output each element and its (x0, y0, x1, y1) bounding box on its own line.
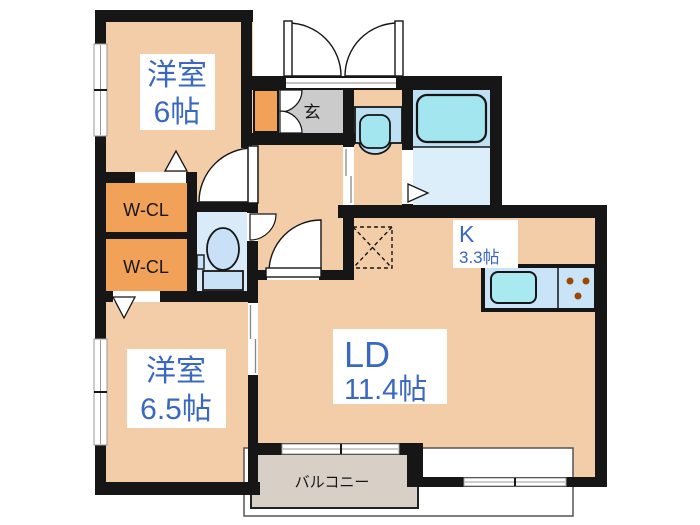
shoe-cabinet-door-lower (279, 110, 303, 134)
bedroom-top-size: 6帖 (154, 96, 201, 129)
closet-upper-opening (135, 172, 186, 183)
closet-lower-label: W-CL (123, 257, 169, 277)
balcony-label: バルコニー (295, 474, 370, 491)
stove-burner-icon (566, 277, 574, 285)
bathroom-floor (413, 147, 490, 205)
washbasin-icon (359, 114, 391, 149)
bedroom-bottom-name: 洋室 (146, 355, 206, 388)
bedroom1-door-leaf (247, 145, 259, 204)
bedroom-top-name: 洋室 (147, 59, 207, 92)
bedroom-bottom-size: 6.5帖 (140, 393, 212, 426)
bedroom1-door-swing (198, 147, 254, 203)
wall-kitchen-top (338, 205, 607, 218)
living-dining-name: LD (344, 334, 390, 375)
shoe-cabinet-icon (253, 89, 279, 133)
wall-toilet-top (190, 202, 258, 212)
refrigerator-space-box (352, 226, 393, 269)
closet-lower-door-marker (111, 296, 137, 320)
wall-top-bedroom1 (95, 10, 253, 22)
doors (111, 20, 430, 375)
entrance-door-right-swing (344, 22, 399, 77)
wall-right-outer (595, 205, 607, 487)
wall-bedroom2-right (248, 291, 258, 495)
closet-upper-floor (106, 180, 187, 232)
toilet-door-swing (249, 213, 277, 241)
room-labels: 洋室 6帖 洋室 6.5帖 LD 11.4帖 K 3.3帖 W-CL W-CL … (123, 54, 518, 491)
kitchen-name: K (459, 221, 475, 247)
wall-toilet-right (247, 202, 258, 302)
windows (93, 43, 567, 487)
living-dining-size: 11.4帖 (344, 373, 427, 406)
entrance-label: 玄 (304, 103, 321, 122)
kitchen-label-box (453, 220, 518, 268)
wall-closet-bottom (95, 291, 258, 302)
hall-ld-door-swing (268, 219, 322, 273)
toilet-tank-icon (202, 270, 244, 291)
refrigerator-space-icon (352, 226, 393, 269)
hall-ld-door-leaf (265, 267, 322, 278)
toilet-handle-icon (196, 254, 205, 270)
entrance-door-right-leaf (394, 20, 404, 77)
wall-entrance-step (252, 133, 355, 145)
stove-burner-icon (582, 277, 590, 285)
entrance-door-left-swing (287, 22, 342, 77)
closet-upper-door-marker (163, 149, 189, 172)
bedroom2-sliding-door (248, 303, 258, 375)
wall-bathroom-right (490, 76, 502, 218)
wall-left-outer (95, 10, 106, 495)
kitchen-sink-icon (490, 271, 537, 304)
bathroom-door-opening (402, 150, 413, 204)
bathtub-icon (415, 93, 488, 144)
bedroom-top-label-box (140, 54, 215, 130)
fixtures (196, 89, 598, 312)
wall-ld-jog (407, 443, 423, 483)
closet-lower-opening (113, 291, 160, 302)
entrance-door-left-leaf (283, 20, 293, 77)
closet-upper-label: W-CL (123, 200, 169, 220)
closet-lower-floor (106, 239, 187, 291)
living-dining-label-box (333, 329, 447, 404)
refrigerator-space-diagonal-2 (352, 226, 393, 269)
bathroom-door-marker (407, 182, 430, 204)
wall-bathroom-left (402, 90, 413, 205)
kitchen-size: 3.3帖 (459, 248, 500, 267)
wall-closet-right (187, 172, 197, 302)
stove-burner-icon (574, 292, 582, 300)
bedroom-bottom-label-box (127, 349, 226, 428)
wall-bedroom2-bottom (95, 482, 260, 495)
wall-closet-divider (95, 232, 197, 239)
toilet-bowl-icon (206, 227, 240, 271)
washroom-sliding-door (343, 147, 354, 205)
wall-bedroom1-right (241, 10, 252, 148)
